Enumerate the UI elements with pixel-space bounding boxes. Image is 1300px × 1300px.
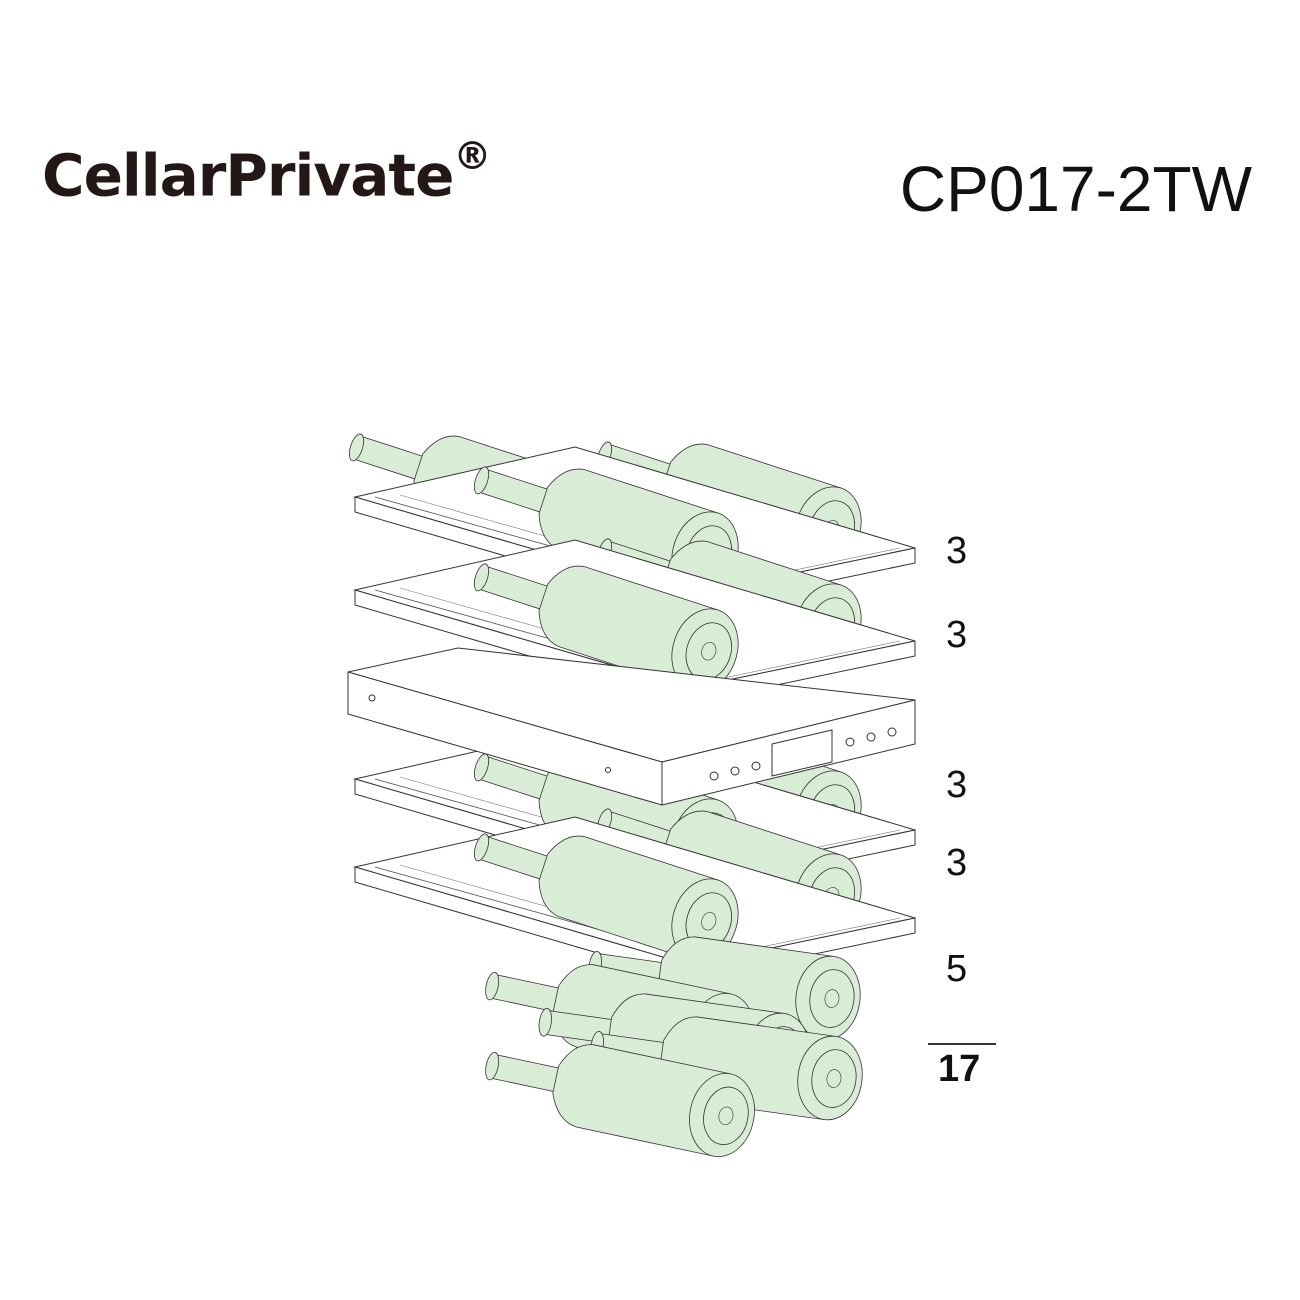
panel-button <box>845 737 855 747</box>
panel-button <box>709 771 719 781</box>
shelf-count: 3 <box>946 614 968 656</box>
control-drawer <box>347 647 916 806</box>
registered-mark: ® <box>453 134 491 178</box>
sum-divider <box>928 1043 996 1045</box>
panel-button <box>866 732 876 742</box>
shelf-count: 3 <box>946 764 968 806</box>
shelf-count: 5 <box>946 948 968 990</box>
display-screen <box>771 729 833 777</box>
model-number: CP017-2TW <box>899 153 1252 225</box>
bottom-stack <box>477 922 868 1164</box>
shelf-count: 3 <box>946 842 968 884</box>
panel-button <box>730 766 740 776</box>
total-count: 17 <box>938 1048 981 1090</box>
panel-button <box>887 727 897 737</box>
shelf-count: 3 <box>946 530 968 572</box>
brand-logo: CellarPrivate® <box>42 134 491 210</box>
brand-name: CellarPrivate <box>42 141 454 210</box>
panel-button <box>751 761 761 771</box>
